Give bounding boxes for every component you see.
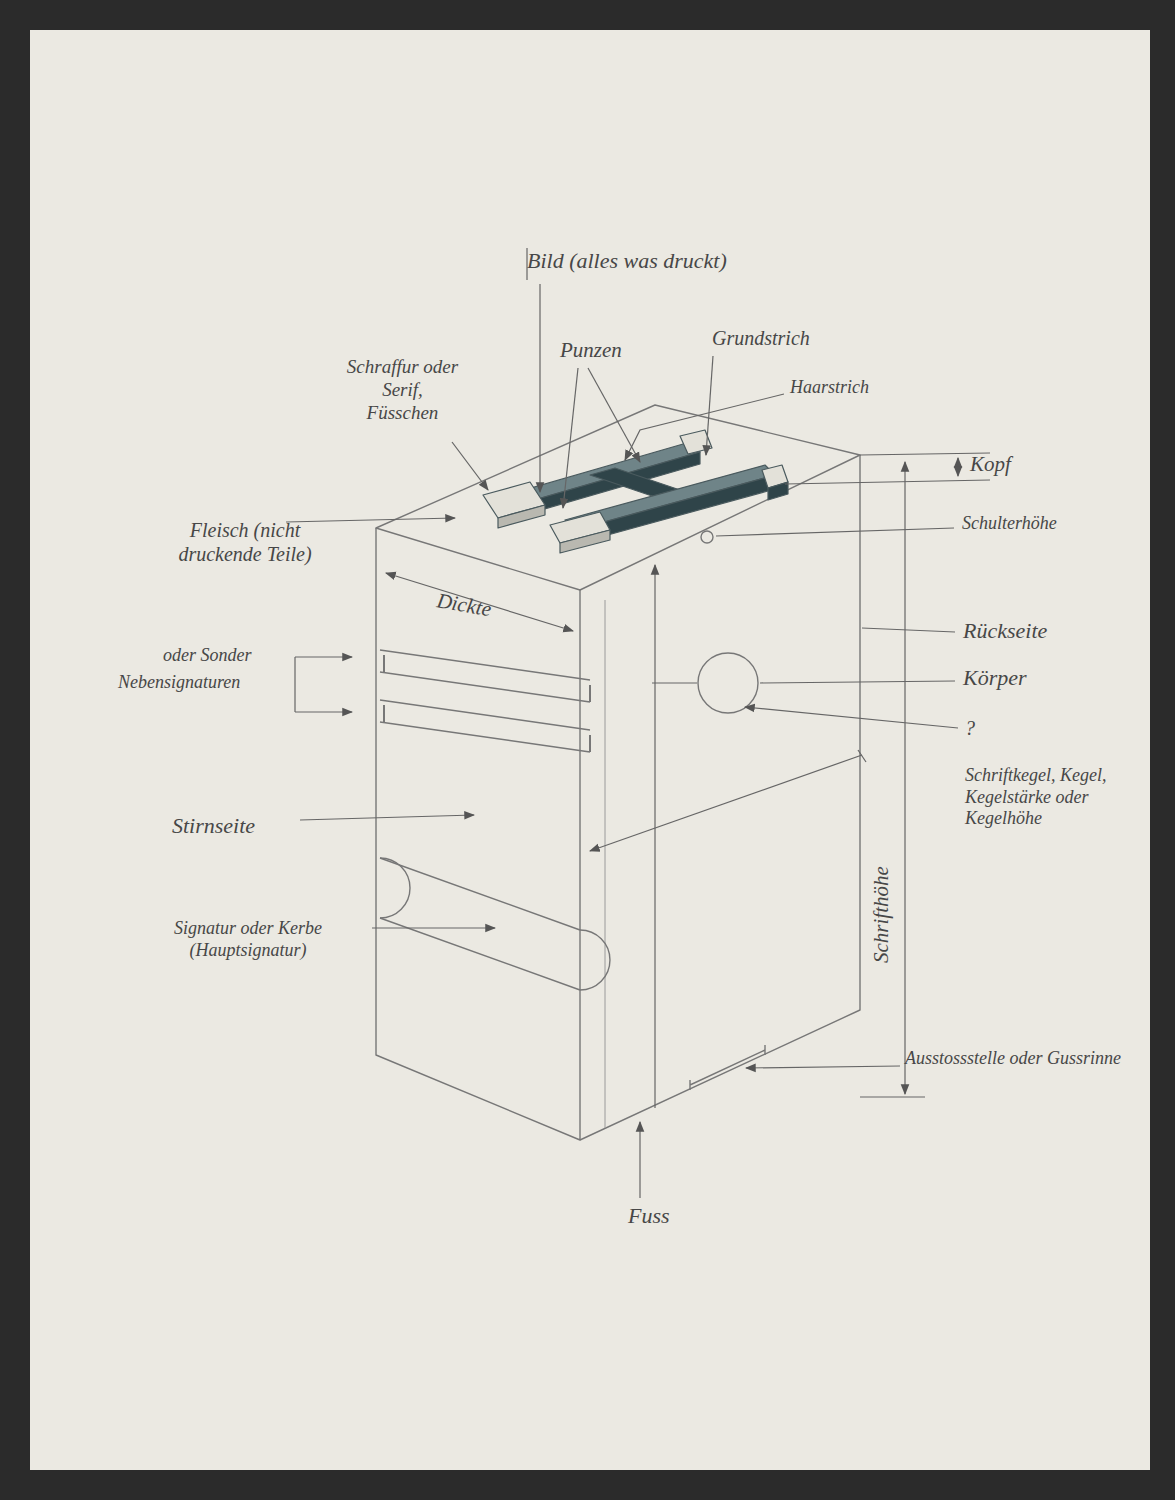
part-label: Fuss — [628, 1203, 670, 1229]
leader-line — [760, 681, 955, 683]
part-label: Schulterhöhe — [962, 513, 1057, 535]
nick-line — [380, 858, 580, 990]
part-label: Fleisch (nicht druckende Teile) — [170, 518, 320, 566]
top-face — [376, 405, 860, 590]
part-label: Grundstrich — [712, 326, 810, 350]
nick-groove — [580, 930, 610, 990]
part-label: Schraffur oder Serif, Füsschen — [345, 356, 460, 424]
nick-mark — [384, 655, 590, 752]
nick-band — [380, 650, 590, 752]
bracket — [294, 657, 295, 712]
part-label: ? — [965, 716, 975, 740]
right-face — [580, 455, 860, 1140]
extension-line — [860, 1096, 925, 1097]
leader-line — [716, 528, 954, 536]
part-label: Punzen — [560, 338, 622, 363]
serif — [768, 482, 788, 500]
dimension-arrow — [386, 573, 573, 631]
part-label: Haarstrich — [790, 377, 869, 399]
part-label: Rückseite — [963, 618, 1047, 644]
leader-line — [300, 815, 474, 820]
type-body — [376, 405, 860, 1140]
leader-line — [862, 628, 955, 632]
part-label: Nebensignaturen — [118, 672, 240, 694]
leader-line — [625, 394, 784, 460]
dimension-arrow — [904, 462, 905, 1094]
leader-line — [286, 518, 455, 522]
serif — [560, 530, 610, 553]
leader-line — [588, 368, 640, 462]
front-face — [376, 528, 580, 1140]
part-label: Dickte — [435, 588, 493, 622]
part-label: Kopf — [970, 452, 1011, 477]
part-label: Körper — [963, 665, 1027, 691]
leader-line — [563, 368, 578, 508]
body-circle — [698, 653, 758, 713]
part-label: Bild (alles was druckt) — [527, 248, 727, 274]
leader-line — [654, 565, 655, 1108]
extension-line — [785, 480, 990, 484]
part-label: Ausstossstelle oder Gussrinne — [905, 1048, 1130, 1070]
shoulder-mark — [701, 531, 713, 543]
part-label: Signatur oder Kerbe (Hauptsignatur) — [128, 918, 368, 961]
leader-line — [746, 1066, 900, 1068]
leader-line — [745, 707, 958, 728]
serif — [498, 505, 545, 528]
paper-sheet — [30, 30, 1150, 1470]
leader-line — [295, 711, 352, 712]
leader-line — [372, 927, 495, 928]
dimension-arrow — [957, 458, 958, 476]
part-label: Schrifthöhe — [868, 867, 893, 964]
leader-line — [452, 442, 488, 490]
leader-line — [639, 1122, 640, 1198]
leader-line — [652, 682, 697, 683]
edge-line — [605, 600, 606, 1128]
leader-line — [706, 356, 713, 455]
leader-line — [590, 755, 862, 851]
leader-line — [295, 656, 352, 657]
part-label: oder Sonder — [163, 645, 252, 667]
part-label: Stirnseite — [172, 813, 255, 839]
leader-line — [539, 284, 540, 492]
part-label: Schriftkegel, Kegel, Kegelstärke oder Ke… — [965, 765, 1140, 830]
leader-lines — [286, 248, 990, 1198]
tick — [858, 750, 866, 762]
